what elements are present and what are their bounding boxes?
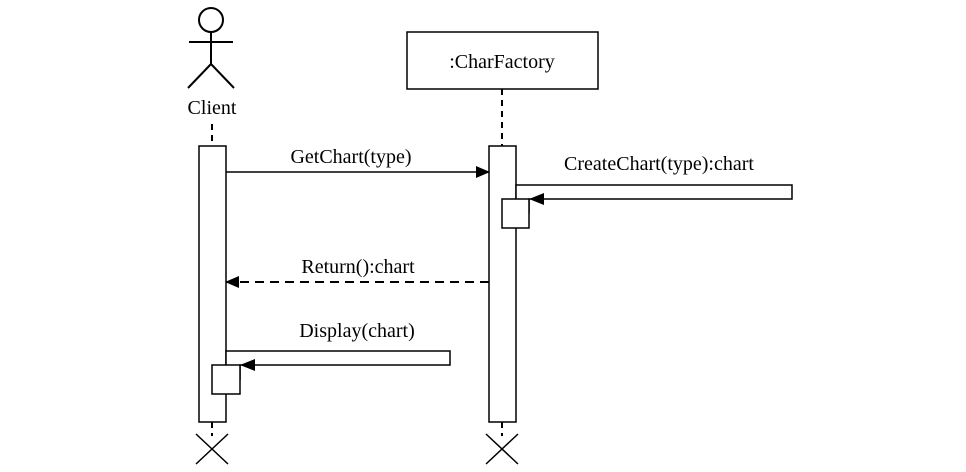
nested-activation-bar <box>211 364 241 395</box>
charfactory-destroy-marker <box>485 433 519 465</box>
message-label: CreateChart(type):chart <box>564 153 754 175</box>
self-call-band <box>515 184 793 214</box>
client-destroy-marker <box>195 433 229 465</box>
object-label: :CharFactory <box>449 51 555 73</box>
message-label: GetChart(type) <box>290 146 411 168</box>
nested-activation-bar <box>501 198 530 229</box>
actor-head <box>198 7 224 33</box>
message-label: Display(chart) <box>299 320 415 342</box>
actor-left-leg <box>187 63 212 89</box>
message-return: Return():chart <box>225 256 489 288</box>
client-actor: Client <box>187 7 237 119</box>
message-label: Return():chart <box>301 256 415 278</box>
actor-right-leg <box>210 63 235 89</box>
message-arrowhead <box>529 193 544 205</box>
actor-label: Client <box>188 97 237 119</box>
self-call-band <box>225 350 451 380</box>
object-box <box>406 31 599 90</box>
message-createchart: CreateChart(type):chart <box>501 153 793 229</box>
message-display: Display(chart) <box>211 320 451 395</box>
message-getchart: GetChart(type) <box>226 146 490 178</box>
charfactory-activation-bar <box>488 145 517 423</box>
message-arrowhead <box>240 359 255 371</box>
charfactory-object: :CharFactory <box>406 31 599 90</box>
